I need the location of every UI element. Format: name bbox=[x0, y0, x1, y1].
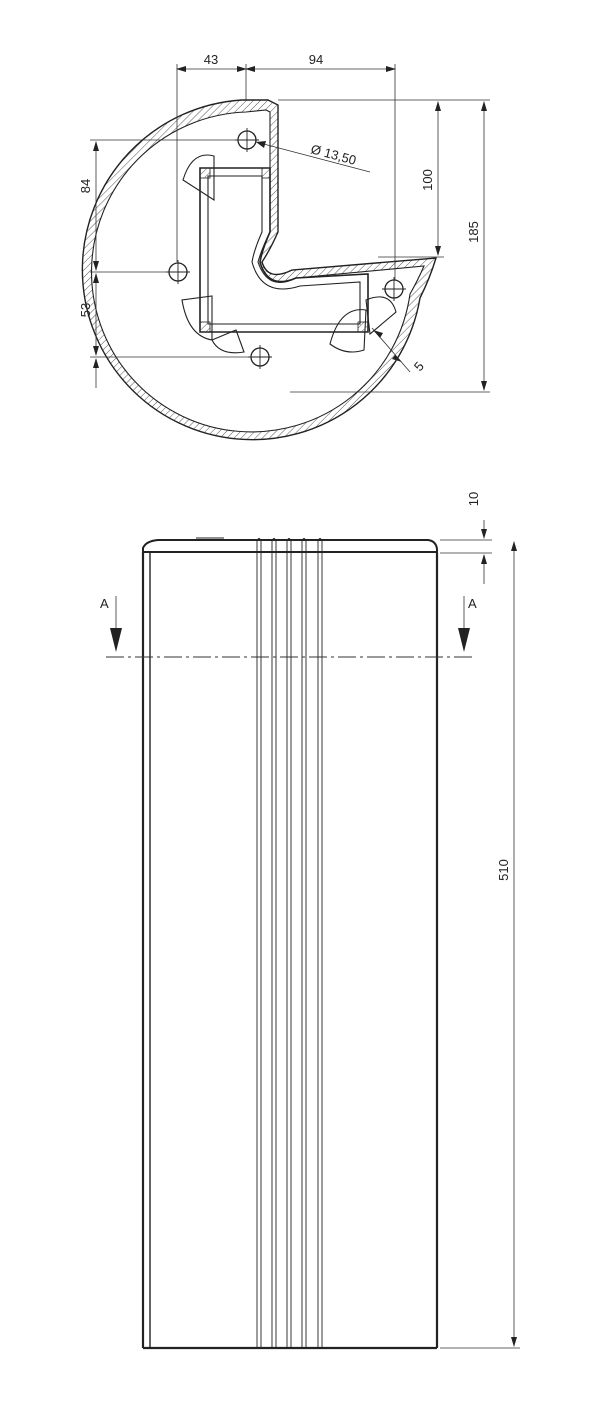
dim-53-label: 53 bbox=[78, 303, 93, 317]
inner-profile-outer bbox=[199, 167, 369, 333]
front-view: A A 10 510 bbox=[100, 492, 520, 1350]
section-view: 43 94 Ø 13,50 100 185 84 bbox=[78, 52, 490, 441]
dim-5-label: 5 bbox=[411, 359, 427, 374]
dim-510-label: 510 bbox=[496, 859, 511, 881]
profile-corner-tr bbox=[261, 167, 271, 179]
section-line-a: A A bbox=[100, 596, 477, 658]
dimension-right: 100 185 bbox=[278, 99, 490, 393]
section-label-left: A bbox=[100, 596, 109, 611]
dim-10-label: 10 bbox=[466, 492, 481, 506]
dimension-top: 43 94 bbox=[176, 52, 396, 280]
hole-right bbox=[382, 277, 406, 301]
dim-diameter-label: Ø 13,50 bbox=[309, 141, 358, 167]
boss-left-upper bbox=[182, 154, 215, 202]
dimension-left: 84 53 bbox=[78, 139, 252, 388]
profile-corner-tl bbox=[199, 167, 211, 179]
shell-inner bbox=[91, 109, 425, 433]
dim-100-label: 100 bbox=[420, 169, 435, 191]
dim-84-label: 84 bbox=[78, 179, 93, 193]
boss-right bbox=[365, 296, 397, 336]
dim-94-label: 94 bbox=[309, 52, 323, 67]
dim-43-label: 43 bbox=[204, 52, 218, 67]
cap-top bbox=[142, 539, 438, 553]
dim-185-label: 185 bbox=[466, 221, 481, 243]
section-label-right: A bbox=[468, 596, 477, 611]
inner-profile-inner bbox=[207, 175, 361, 325]
dimension-10: 10 bbox=[440, 492, 492, 584]
profile-corner-bl bbox=[199, 321, 211, 333]
grooves bbox=[256, 538, 323, 1348]
profile-corner-br bbox=[357, 321, 369, 333]
dimension-510: 510 bbox=[440, 541, 520, 1349]
boss-bottom-left bbox=[211, 329, 245, 354]
